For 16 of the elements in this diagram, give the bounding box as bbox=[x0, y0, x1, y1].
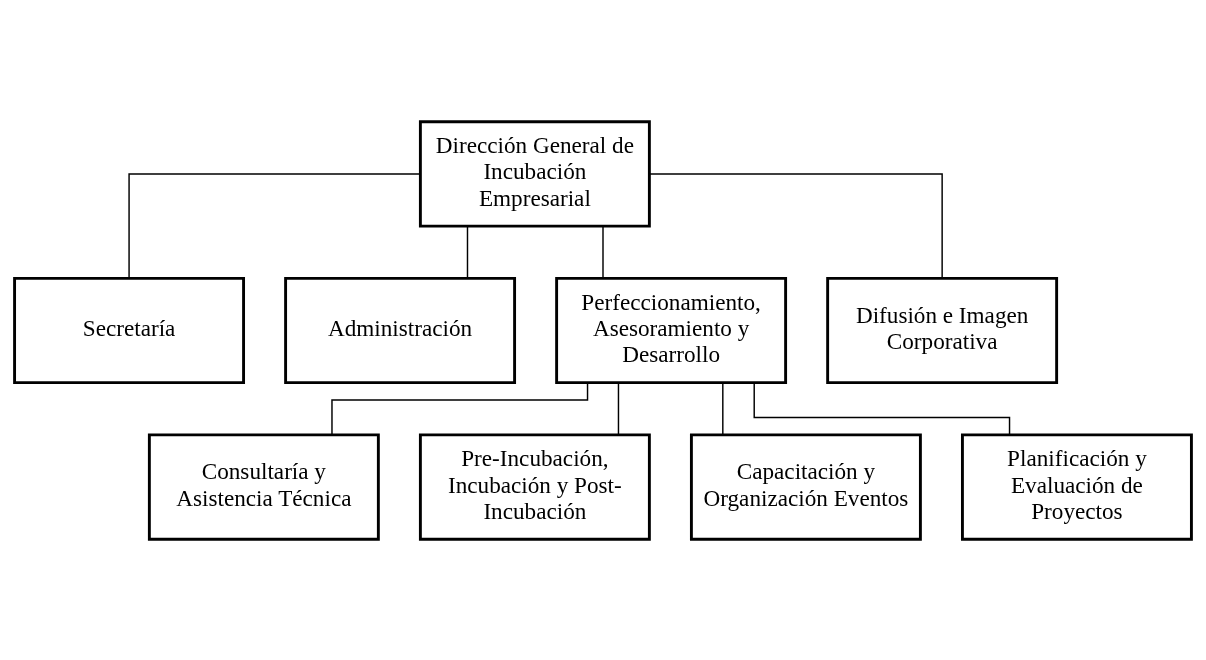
connector bbox=[617, 381, 620, 435]
connector bbox=[753, 381, 1011, 435]
node-box: Difusión e Imagen Corporativa bbox=[826, 276, 1059, 384]
node-box: Perfeccionamiento, Asesoramiento y Desarrollo bbox=[555, 276, 788, 384]
node-box: Dirección General de Incubación Empresarial bbox=[418, 119, 651, 228]
connector bbox=[466, 225, 469, 279]
node-box: Pre-Incubación, Incubación y Post-Incubación bbox=[418, 432, 651, 541]
connector bbox=[648, 172, 943, 279]
node-box: Administración bbox=[284, 276, 517, 384]
node-box: Consultaría y Asistencia Técnica bbox=[147, 432, 380, 541]
connector bbox=[722, 381, 724, 435]
connector bbox=[602, 225, 604, 279]
node-box: Capacitación y Organización Eventos bbox=[689, 432, 922, 541]
node-box: Secretaría bbox=[13, 276, 245, 384]
node-box: Planificación y Evaluación de Proyectos bbox=[960, 432, 1193, 541]
connector bbox=[128, 172, 421, 279]
